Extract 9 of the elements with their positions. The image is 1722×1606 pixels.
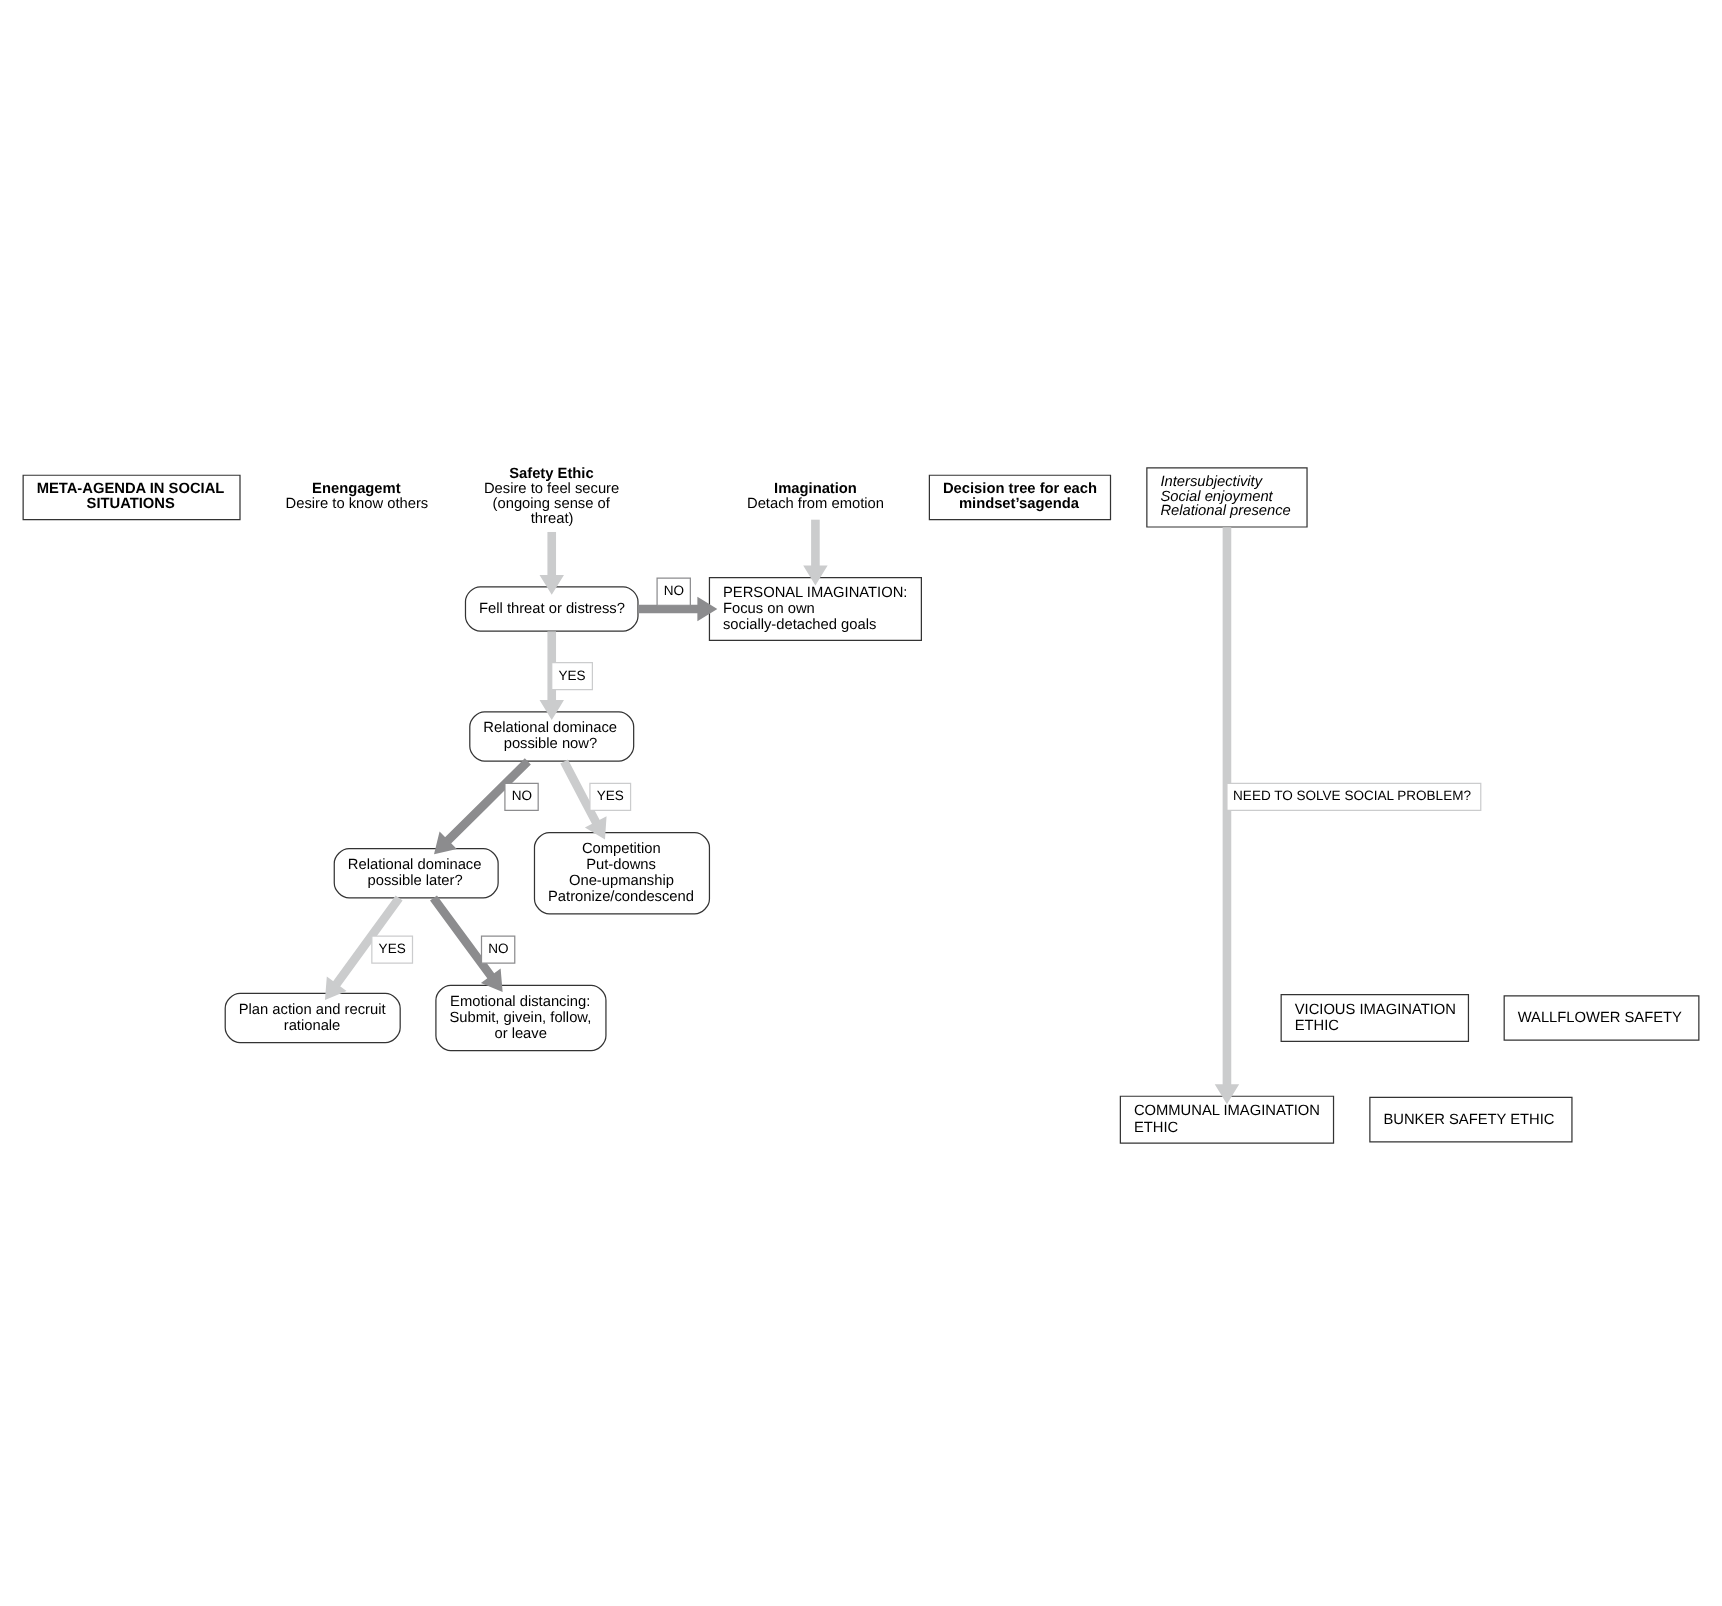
arrow bbox=[430, 895, 503, 992]
arrow bbox=[1214, 527, 1240, 1105]
arrow bbox=[560, 759, 607, 840]
arrow bbox=[324, 895, 403, 1000]
arrow bbox=[539, 631, 564, 721]
arrow bbox=[539, 531, 564, 595]
arrow bbox=[434, 758, 531, 855]
arrow bbox=[638, 596, 718, 622]
arrow bbox=[803, 519, 828, 586]
